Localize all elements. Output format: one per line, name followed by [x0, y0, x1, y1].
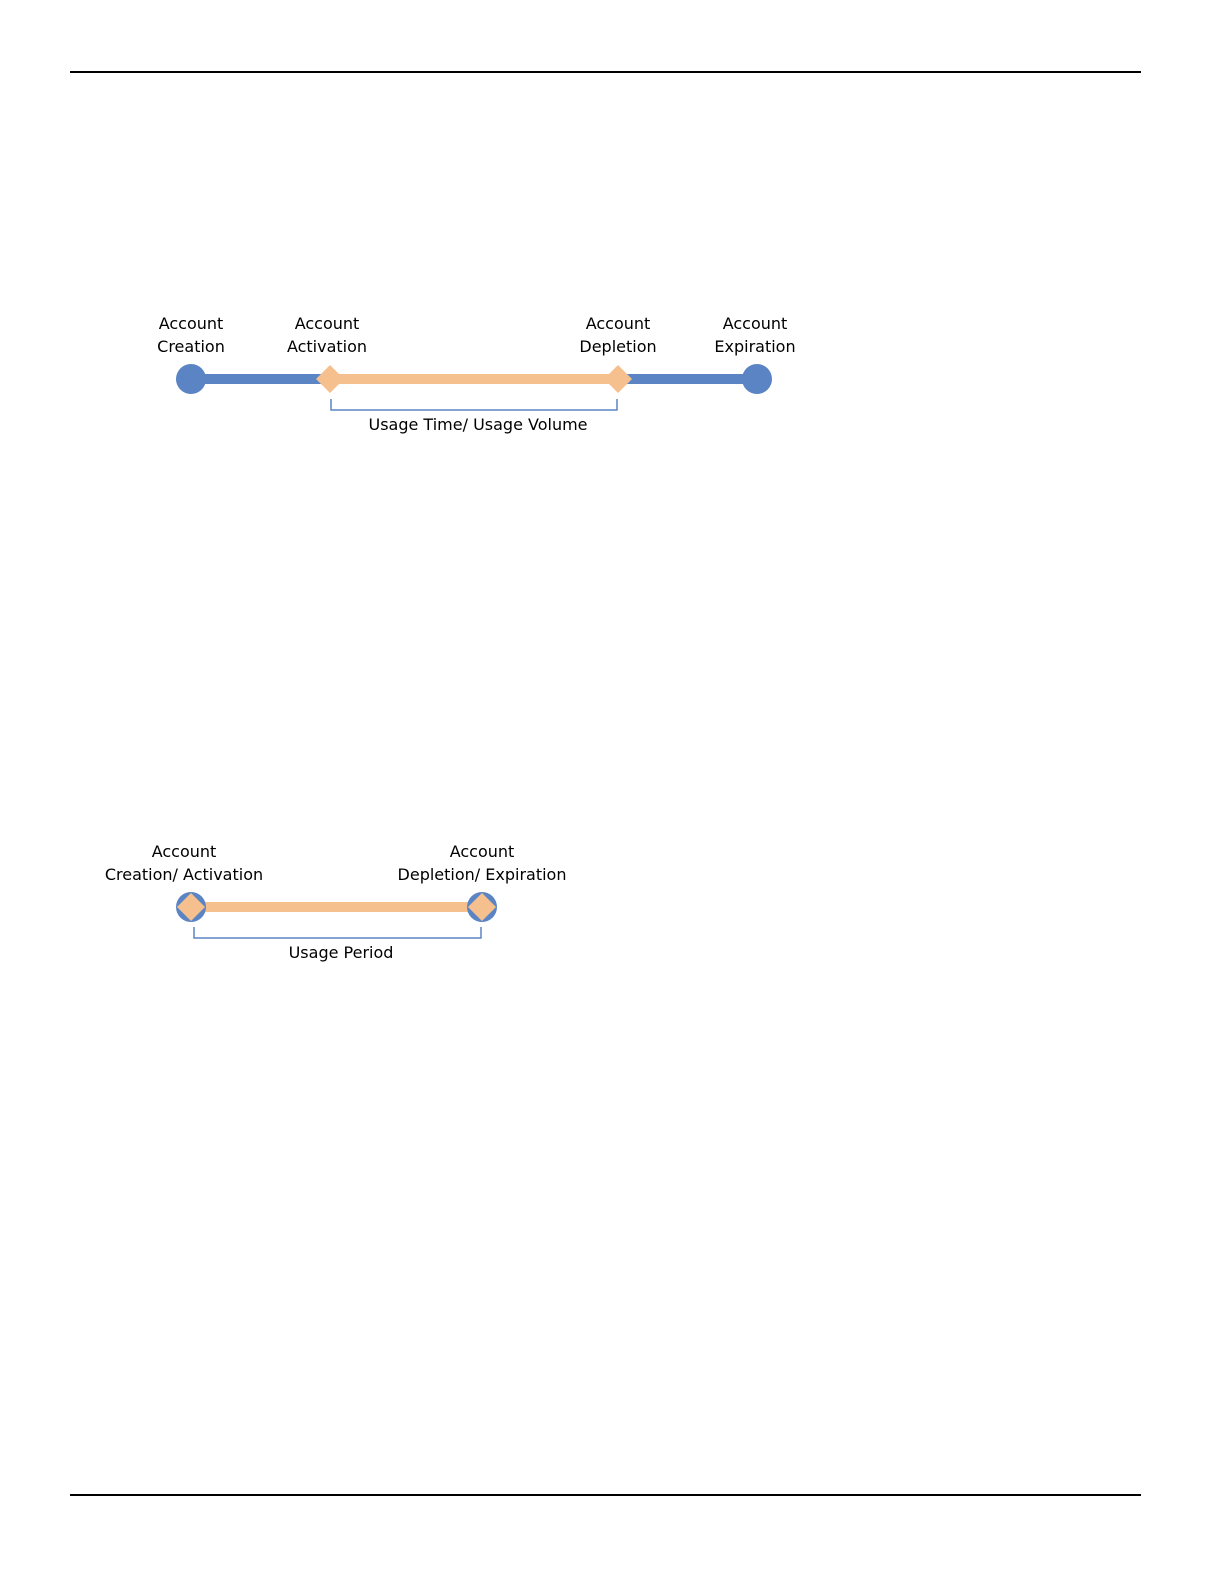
usage-period-label: Usage Period [289, 941, 394, 964]
usage-period-bracket [194, 927, 481, 938]
event-label-creation-activation: Account Creation/ Activation [105, 840, 263, 886]
footer-rule [70, 1494, 1141, 1496]
account-lifecycle-diagram-combined: Account Creation/ Activation Account Dep… [0, 0, 1224, 1000]
event-label-depletion-expiration: Account Depletion/ Expiration [398, 840, 567, 886]
